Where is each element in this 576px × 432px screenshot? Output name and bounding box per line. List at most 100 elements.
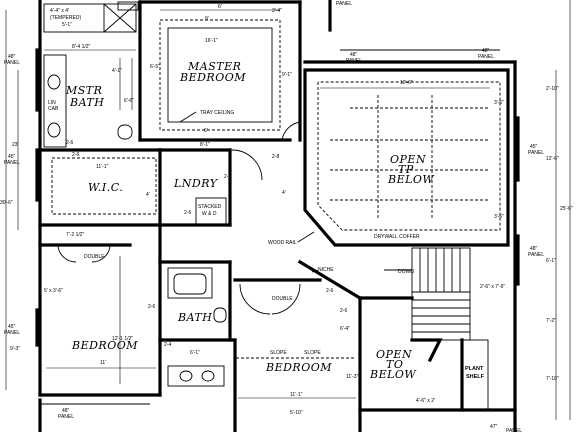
plant-shelf-label-1: PLANT	[465, 366, 484, 372]
bedroom-mid-label: BEDROOM	[265, 361, 332, 374]
open-below-lower: OPEN TO BELOW PLANT SHELF	[369, 339, 489, 411]
panel-48-right: 48"	[482, 48, 490, 54]
bedroom-left-width-dim: 11'	[100, 360, 106, 366]
master-16-dim: 16'-1"	[205, 38, 218, 44]
door-label-laundry: 2-6	[224, 174, 231, 180]
panel-45-left-label: PANEL	[4, 160, 20, 166]
door-label-laundry-2: 2-6	[184, 210, 191, 216]
bath-width-dim-hall: 6'-1"	[190, 350, 200, 356]
stacked-label-1: STACKED	[198, 204, 222, 210]
niche-note: NICHE	[318, 267, 334, 273]
left-dim-23: 23'	[12, 142, 19, 148]
walk-in-closet: 11'-1" W.I.C. 4' 2-6	[51, 152, 157, 215]
bottom-panel-label: PANEL	[506, 428, 522, 432]
open-top-dim: 10'-6"	[400, 80, 413, 86]
bath-width-dim: 8'-4 1/2"	[72, 44, 91, 50]
hall-bath: BATH 6'-1" 2-4 2-6	[148, 267, 227, 387]
bedroom-mid-side-dim: 11'-3"	[346, 374, 359, 380]
right-dim-1: 2'-10"	[546, 86, 559, 92]
bottom-47-dim: 47"	[490, 424, 498, 430]
lin-cab-label-1: LIN	[48, 100, 56, 106]
bath-side-dim: 4'-1"	[112, 68, 122, 74]
open-upper-label-1: OPEN	[390, 153, 426, 166]
master-left-dim: 6'-5"	[150, 64, 160, 70]
bedroom-mid-width-dim: 11'-1"	[290, 392, 303, 398]
panel-45-right-label: PANEL	[528, 150, 544, 156]
open-lower-label-3: BELOW	[369, 368, 417, 381]
stairway: DOWN 2'-6" x 7'-6" 4'-6" x 2'	[358, 247, 505, 404]
panel-48-top-label: PANEL	[346, 58, 362, 64]
mstr-bath-label-1: MSTR	[65, 84, 102, 97]
panel-top-label: PANEL	[336, 1, 352, 7]
laundry-dim: 4'	[282, 190, 286, 196]
panel-48-bottom-label: PANEL	[58, 414, 74, 420]
shower-dim: 4'-4" x 4'	[50, 8, 69, 14]
wic-label: W.I.C.	[88, 181, 123, 194]
left-dim-9: 9'-3"	[10, 346, 20, 352]
panel-45-left-2-label: PANEL	[4, 330, 20, 336]
panel-45-left-2: 45"	[8, 324, 16, 330]
door-label-bed-mid-2: 2-6	[340, 308, 347, 314]
right-dim-6: 7'-10"	[546, 376, 559, 382]
door-label-hall-bath: 2-4	[164, 342, 171, 348]
master-bedroom-label-2: BEDROOM	[179, 71, 246, 84]
panel-48-left-label: PANEL	[4, 60, 20, 66]
open-below-upper: 10'-6" 3'-6" 3'-6" OPEN TP BELOW DRYWALL…	[268, 68, 510, 247]
master-bottom-dim: 6'	[204, 128, 208, 134]
double-mid-note: DOUBLE	[272, 296, 293, 302]
panel-48-lower-label: PANEL	[528, 252, 544, 258]
panel-45-left: 45"	[8, 154, 16, 160]
panel-48-bottom: 48"	[62, 408, 70, 414]
left-dim-30: 30'-6"	[0, 200, 13, 206]
stacked-label-2: W & D	[202, 211, 217, 217]
right-dim-5: 7'-2"	[546, 318, 556, 324]
bedroom-left: 7'-2 1/2" DOUBLE 5' x 3'-6" 12'-1 1/2" B…	[44, 232, 156, 384]
top-panels: PANEL 48" PANEL 48" PANEL	[328, 0, 500, 64]
lndry-label: LNDRY	[173, 177, 219, 190]
door-label-master: 2-8	[272, 154, 279, 160]
master-bedroom: 6' 9' 16'-1" 6'-5" 9'-1" 3'-4" MASTER BE…	[150, 4, 301, 160]
tempered-note: (TEMPERED)	[50, 15, 81, 21]
lin-cab-label-2: CAB	[48, 106, 59, 112]
wic-dim: 11'-1"	[96, 164, 109, 170]
master-bottom-dim-2: 8'-1"	[200, 142, 210, 148]
panel-45-right: 45"	[530, 144, 538, 150]
bedroom-left-closet-dim: 5' x 3'-6"	[44, 288, 63, 294]
plant-shelf-label-2: SHELF	[466, 374, 485, 380]
master-right-dim: 9'-1"	[282, 72, 292, 78]
door-label-hall-side: 2-6	[148, 304, 155, 310]
open-upper-label-3: BELOW	[387, 173, 435, 186]
door-label-bed-mid: 2-6	[326, 288, 333, 294]
master-corner-dim: 3'-4"	[272, 8, 282, 14]
bedroom-middle: DOUBLE SLOPE SLOPE BEDROOM 11'-1" 5'-10"…	[236, 267, 359, 416]
panel-48-lower: 48"	[530, 246, 538, 252]
bath-label: BATH	[177, 311, 212, 324]
master-9-dim: 9'	[205, 16, 209, 22]
open-upper-label-2: TP	[398, 163, 414, 176]
master-top-dim: 6'	[218, 4, 222, 10]
open-lower-label-2: TO	[386, 358, 403, 371]
wood-rail-note: WOOD RAIL	[268, 240, 297, 246]
door-label-bath: 2-6	[66, 140, 73, 146]
panel-48-top: 48"	[350, 52, 358, 58]
left-side-annotations: 48" PANEL 45" PANEL 45" PANEL 23' 30'-6"…	[0, 10, 150, 432]
right-dim-4: 6'-1"	[546, 258, 556, 264]
slope-right-note: SLOPE	[304, 350, 321, 356]
tray-ceiling-note: TRAY CEILING	[200, 110, 234, 116]
bedroom-mid-top-dim: 6'-4"	[340, 326, 350, 332]
stair-landing-dim: 2'-6" x 7'-6"	[480, 284, 505, 290]
double-left-note: DOUBLE	[84, 254, 105, 260]
wic-side-dim: 4'	[146, 192, 150, 198]
master-bedroom-label-1: MASTER	[187, 60, 241, 73]
master-bath-area: 4'-4" x 4' (TEMPERED) 5'-1" 8'-4 1/2" LI…	[43, 1, 139, 148]
right-dim-3: 25'-6"	[560, 206, 573, 212]
open-right-dim-top: 3'-6"	[494, 100, 504, 106]
laundry-room: LNDRY STACKED W & D 4' 2-6 2-6	[173, 149, 286, 225]
shower-width-dim: 5'-1"	[62, 22, 72, 28]
right-side-annotations: 45" PANEL 48" PANEL 2'-10" 12'-6" 25'-6"…	[490, 0, 573, 432]
open-right-dim-bottom: 3'-6"	[494, 214, 504, 220]
bedroom-mid-bottom-dim: 5'-10"	[290, 410, 303, 416]
stair-bottom-dim: 4'-6" x 2'	[416, 398, 435, 404]
